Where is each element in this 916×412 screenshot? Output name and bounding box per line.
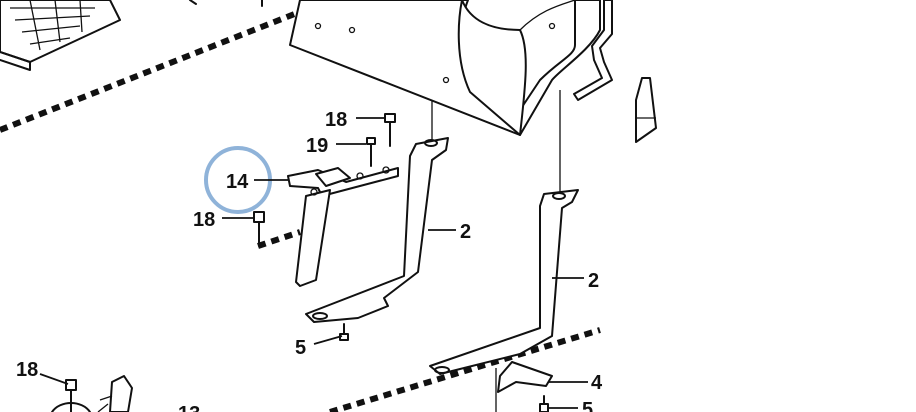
callout-label: 18 xyxy=(325,109,347,131)
leader-5-left xyxy=(313,335,343,345)
leader-18-lower xyxy=(39,373,69,385)
cover-panel xyxy=(289,0,601,136)
bolt-19 xyxy=(366,137,376,167)
bolt-5-left xyxy=(339,323,349,341)
bent-rod xyxy=(573,0,613,101)
callout-label: 5 xyxy=(582,399,593,412)
lower-left-bracket xyxy=(109,375,133,412)
wedge-bracket xyxy=(635,77,657,143)
bolt-18-left xyxy=(253,211,265,247)
mounting-bracket-4 xyxy=(497,361,553,393)
top-small-mark xyxy=(189,0,197,5)
callout-label: 13 xyxy=(178,403,200,412)
support-strut-2-left xyxy=(305,137,449,323)
callout-label: 18 xyxy=(193,209,215,231)
callout-label: 14 xyxy=(226,171,249,193)
support-strut-2-right xyxy=(429,189,579,375)
callout-label: 2 xyxy=(588,270,599,292)
bracket-part-14 xyxy=(287,166,399,287)
floor-dashed-line-lower xyxy=(329,327,601,412)
bolt-18-lower xyxy=(51,379,91,412)
bolt-18-upper xyxy=(384,113,396,147)
callout-label: 5 xyxy=(295,337,306,359)
callout-label: 2 xyxy=(460,221,471,243)
bolt-5-right xyxy=(539,395,549,412)
floor-dashed-line-upper xyxy=(0,0,332,133)
cable-dashed xyxy=(257,229,301,249)
callout-label: 4 xyxy=(591,372,603,394)
upper-left-housing xyxy=(0,0,121,71)
callout-label: 18 xyxy=(16,359,38,381)
callout-label: 19 xyxy=(306,135,328,157)
